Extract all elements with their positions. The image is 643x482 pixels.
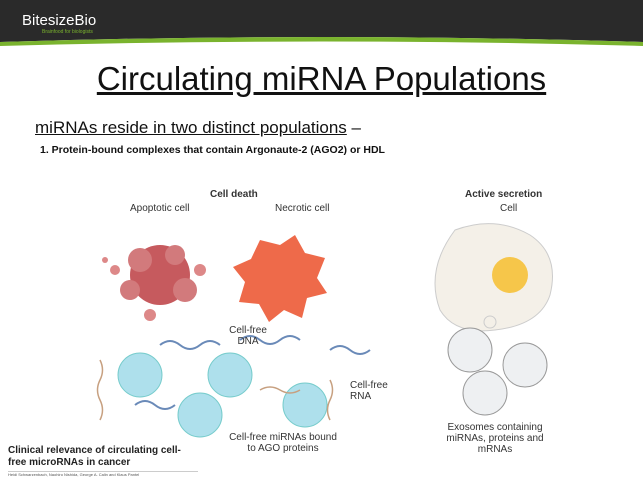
- cell-free-rna-label: Cell-free RNA: [350, 380, 388, 402]
- subtitle-dash: –: [346, 118, 361, 137]
- apoptotic-cell-icon: [102, 245, 206, 321]
- subtitle-text: miRNAs reside in two distinct population…: [35, 118, 347, 137]
- active-secretion-cell-icon: [434, 223, 553, 332]
- dna-strand-icons: [134, 335, 371, 410]
- active-secretion-label: Active secretion: [465, 189, 543, 200]
- necrotic-cell-label: Necrotic cell: [275, 203, 330, 214]
- cell-free-mirna-label: Cell-free miRNAs bound to AGO proteins: [229, 432, 337, 454]
- exosomes-label: Exosomes containing miRNAs, proteins and…: [446, 422, 544, 455]
- cell-free-dna-label: Cell-free DNA: [229, 325, 267, 347]
- citation-authors: Heidi Schwarzenbach, Naohiro Nishida, Ge…: [8, 472, 140, 477]
- bitesizebio-logo[interactable]: BitesizeBio: [22, 12, 97, 29]
- cell-death-label: Cell death: [210, 189, 258, 200]
- apoptotic-cell-label: Apoptotic cell: [130, 203, 190, 214]
- mirna-figure: [96, 223, 553, 438]
- cell-label: Cell: [500, 203, 518, 214]
- bullet-point-1: 1. Protein-bound complexes that contain …: [40, 144, 385, 156]
- exosome-icons: [447, 327, 548, 416]
- citation-title: Clinical relevance of circulating cell-f…: [8, 445, 198, 472]
- header-bar: [0, 0, 643, 46]
- ago-protein-icons: [117, 352, 328, 438]
- necrotic-cell-icon: [233, 235, 327, 322]
- slide-title: Circulating miRNA Populations: [96, 60, 547, 97]
- rna-strand-icons: [96, 359, 334, 421]
- slide-subtitle: miRNAs reside in two distinct population…: [35, 118, 361, 138]
- logo-tagline: Brainfood for biologists: [42, 29, 93, 35]
